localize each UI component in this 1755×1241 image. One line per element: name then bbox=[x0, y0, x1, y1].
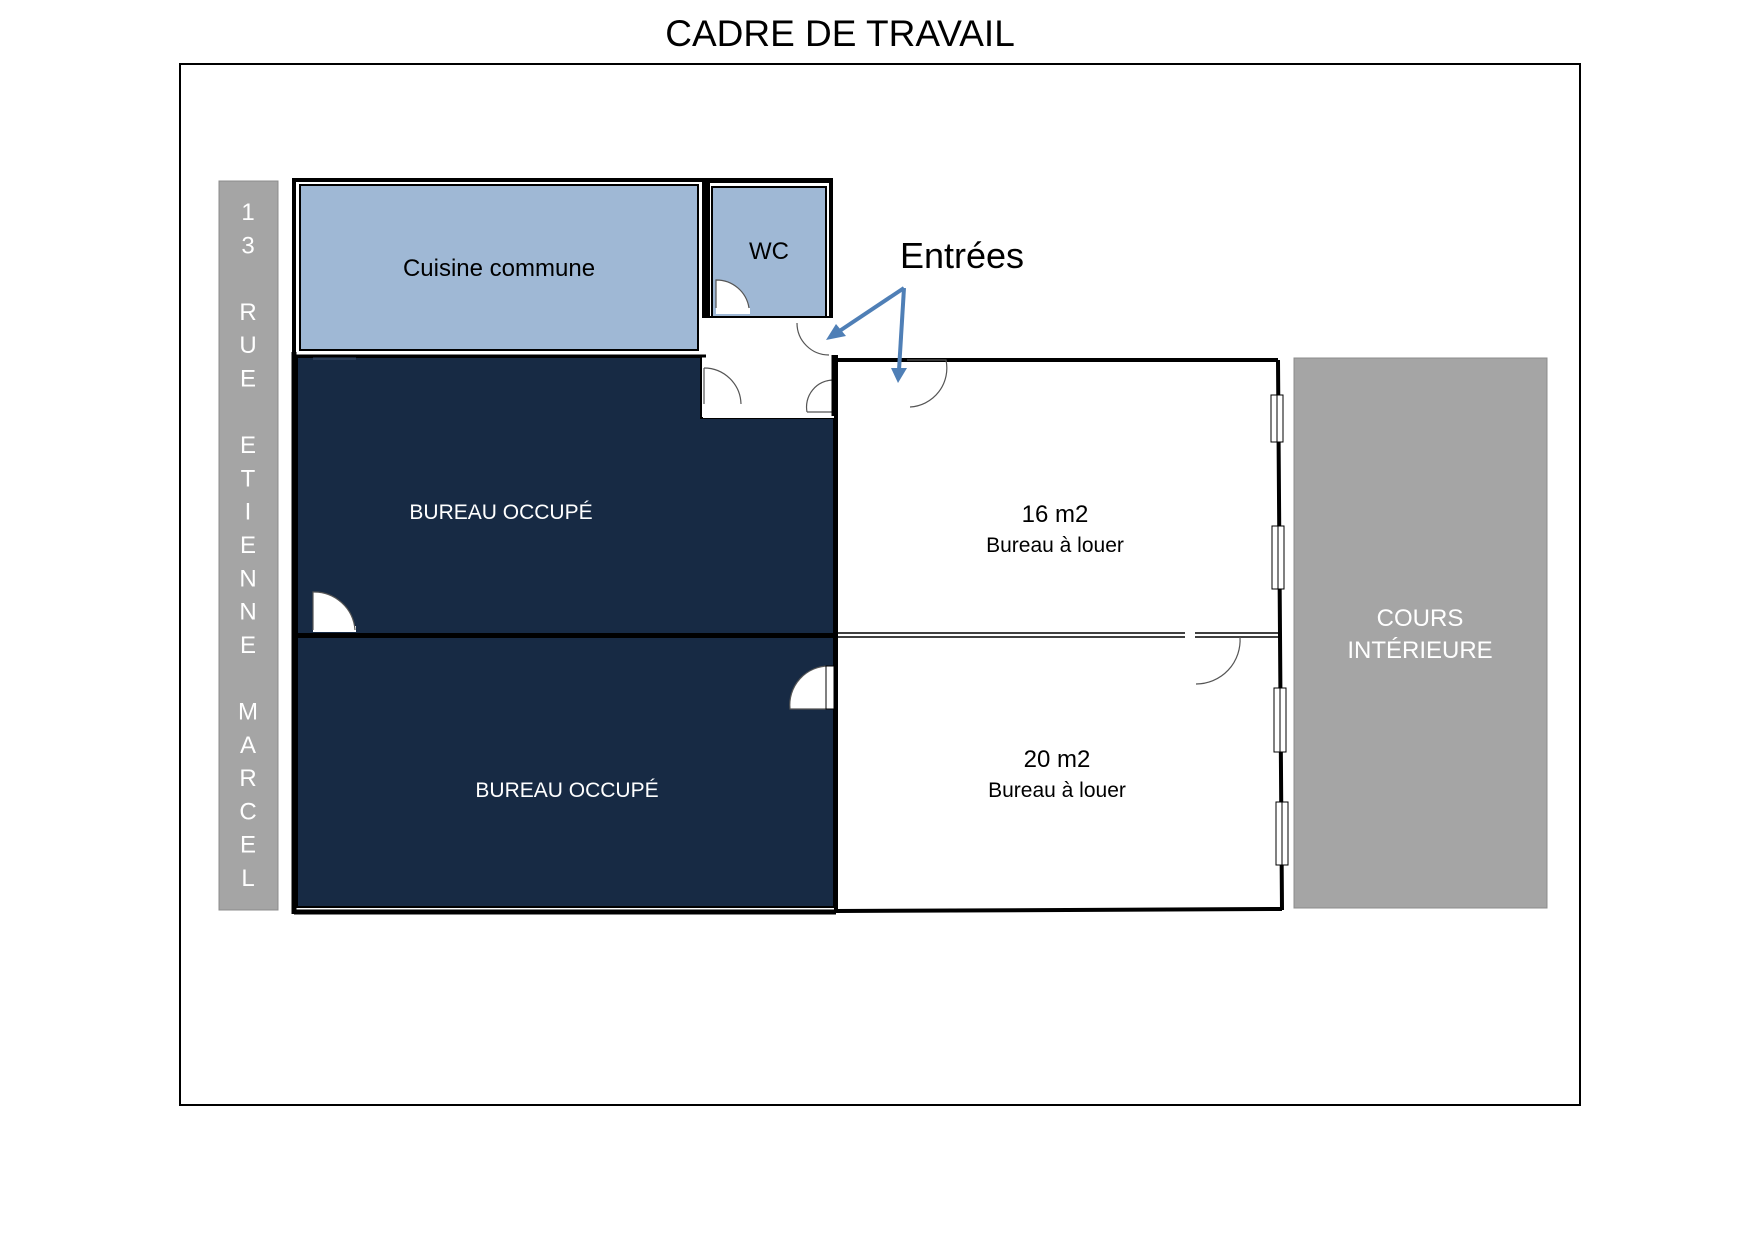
office-bottom-door bbox=[825, 665, 835, 710]
rent-office-bottom bbox=[836, 637, 1278, 908]
kitchen-room bbox=[299, 184, 699, 351]
courtyard-label-line2: INTÉRIEURE bbox=[1347, 637, 1492, 664]
corridor-door-swing-3 bbox=[805, 379, 834, 413]
entrance-arrows bbox=[826, 286, 907, 383]
wc-door bbox=[716, 308, 750, 314]
wc-door-swing bbox=[715, 279, 750, 309]
frame-border bbox=[179, 63, 1581, 1106]
office-top-window bbox=[313, 357, 356, 360]
north-wall bbox=[292, 178, 833, 355]
street-strip bbox=[218, 180, 279, 911]
wc-label: WC bbox=[749, 238, 789, 265]
occupied-office-bottom bbox=[296, 636, 835, 908]
rent-office-bottom-label: Bureau à louer bbox=[988, 779, 1126, 802]
courtyard-area bbox=[1293, 357, 1548, 909]
occupied-office-top-label: BUREAU OCCUPÉ bbox=[409, 501, 592, 524]
rent-office-top bbox=[836, 360, 1276, 634]
courtyard-label-line1: COURS bbox=[1377, 605, 1464, 632]
corridor-door-swing-2 bbox=[796, 322, 830, 356]
office-top-door-swing bbox=[312, 591, 356, 631]
entrance-corridor bbox=[703, 318, 834, 418]
occupied-office-bottom-label: BUREAU OCCUPÉ bbox=[475, 779, 658, 802]
rent-top-door-swing bbox=[907, 359, 948, 408]
rent-office-bottom-area: 20 m2 bbox=[1024, 746, 1091, 773]
entrances-label: Entrées bbox=[900, 235, 1024, 276]
page-title: CADRE DE TRAVAIL bbox=[665, 13, 1015, 54]
east-windows bbox=[1270, 394, 1289, 866]
kitchen-label: Cuisine commune bbox=[403, 255, 595, 282]
rent-bottom-door-swing bbox=[1195, 636, 1241, 685]
office-bottom-door-swing bbox=[789, 665, 830, 710]
wc-room bbox=[711, 186, 827, 318]
rent-office-top-area: 16 m2 bbox=[1022, 501, 1089, 528]
corridor-door-swing-1 bbox=[703, 367, 742, 405]
rent-office-top-label: Bureau à louer bbox=[986, 534, 1124, 557]
